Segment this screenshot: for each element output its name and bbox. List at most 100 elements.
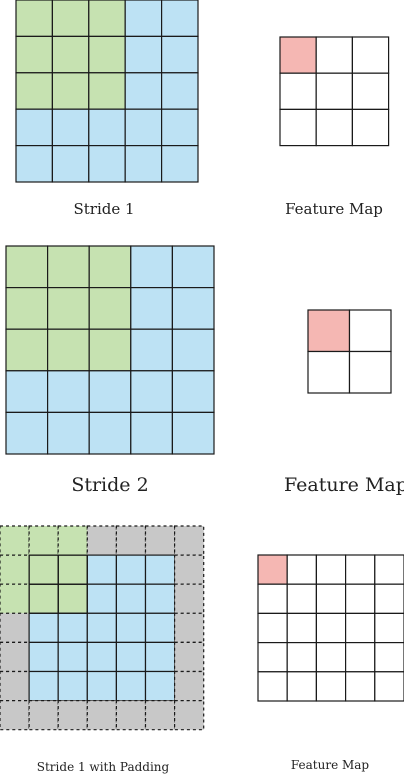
input-cell [115, 641, 147, 673]
padding-cell [115, 525, 147, 556]
input-cell [161, 0, 199, 38]
kernel-cell [15, 35, 54, 74]
input-cell [57, 670, 88, 702]
kernel-cell [28, 525, 59, 556]
feature-map-2-caption: Feature Map [284, 474, 404, 496]
feature-map-output-cell [307, 309, 351, 353]
padding-cell [28, 699, 59, 731]
input-cell [161, 145, 199, 183]
feature-map-cell [307, 350, 351, 394]
feature-map-cell [286, 671, 318, 702]
feature-map-cell [286, 612, 318, 644]
feature-map-cell [351, 72, 390, 110]
input-cell [161, 35, 199, 74]
feature-map-cell [315, 671, 347, 702]
kernel-cell [28, 554, 59, 585]
kernel-cell [51, 0, 90, 38]
input-cell [115, 612, 147, 643]
input-cell [171, 411, 215, 455]
input-cell [130, 370, 174, 413]
feature-map-cell [286, 583, 318, 615]
feature-map-cell [286, 554, 318, 585]
input-cell [124, 35, 163, 74]
feature-map-output-cell [257, 554, 288, 585]
kernel-cell [28, 583, 59, 614]
stride-2-caption: Stride 2 [71, 474, 149, 496]
input-cell [130, 245, 174, 289]
feature-map-cell [374, 583, 404, 615]
kernel-cell [57, 525, 88, 556]
feature-map-cell [345, 554, 376, 585]
input-cell [15, 108, 54, 147]
input-cell [115, 583, 147, 614]
kernel-cell [51, 35, 90, 74]
feature-map-cell [348, 350, 392, 394]
feature-map-cell [257, 641, 288, 673]
padding-cell [174, 699, 205, 731]
feature-map-cell [345, 641, 376, 673]
input-cell [28, 641, 59, 673]
input-cell [144, 554, 176, 585]
feature-map-cell [345, 671, 376, 702]
feature-map-cell [345, 583, 376, 615]
kernel-cell [15, 72, 54, 110]
kernel-cell [46, 287, 90, 330]
input-cell [51, 108, 90, 147]
input-cell [161, 72, 199, 110]
input-cell [130, 287, 174, 330]
padding-cell [86, 525, 118, 556]
feature-map-cell [279, 72, 317, 110]
input-cell [130, 411, 174, 455]
kernel-cell [5, 287, 49, 330]
kernel-cell [88, 287, 132, 330]
feature-map-cell [315, 612, 347, 644]
feature-map-cell [315, 554, 347, 585]
feature-map-cell [257, 583, 288, 615]
padding-cell [0, 670, 30, 702]
input-cell [115, 670, 147, 702]
feature-map-cell [315, 72, 354, 110]
input-cell [86, 641, 118, 673]
feature-map-cell [315, 641, 347, 673]
input-cell [5, 411, 49, 455]
feature-map-cell [279, 108, 317, 147]
feature-map-cell [315, 583, 347, 615]
input-cell [161, 108, 199, 147]
input-cell [28, 670, 59, 702]
input-cell [57, 612, 88, 643]
padding-cell [174, 641, 205, 673]
padding-cell [174, 554, 205, 585]
input-cell [144, 612, 176, 643]
input-cell [5, 370, 49, 413]
input-cell [86, 583, 118, 614]
feature-map-cell [315, 36, 354, 74]
padding-cell [174, 612, 205, 643]
input-cell [86, 612, 118, 643]
feature-map-cell [374, 554, 404, 585]
input-cell [171, 287, 215, 330]
padding-cell [144, 699, 176, 731]
input-cell [88, 145, 126, 183]
kernel-cell [51, 72, 90, 110]
input-cell [124, 145, 163, 183]
feature-map-3-caption: Feature Map [290, 758, 370, 772]
padding-cell [174, 583, 205, 614]
input-cell [86, 554, 118, 585]
kernel-cell [15, 0, 54, 38]
input-cell [88, 108, 126, 147]
feature-map-cell [286, 641, 318, 673]
feature-map-output-cell [279, 36, 317, 74]
input-cell [124, 108, 163, 147]
input-cell [124, 0, 163, 38]
padding-cell [86, 699, 118, 731]
padding-cell [174, 525, 205, 556]
input-cell [144, 670, 176, 702]
input-cell [46, 411, 90, 455]
input-cell [124, 72, 163, 110]
kernel-cell [5, 245, 49, 289]
stride-1-padding-caption: Stride 1 with Padding [36, 760, 170, 774]
input-cell [171, 328, 215, 372]
kernel-cell [0, 583, 30, 614]
input-cell [88, 411, 132, 455]
